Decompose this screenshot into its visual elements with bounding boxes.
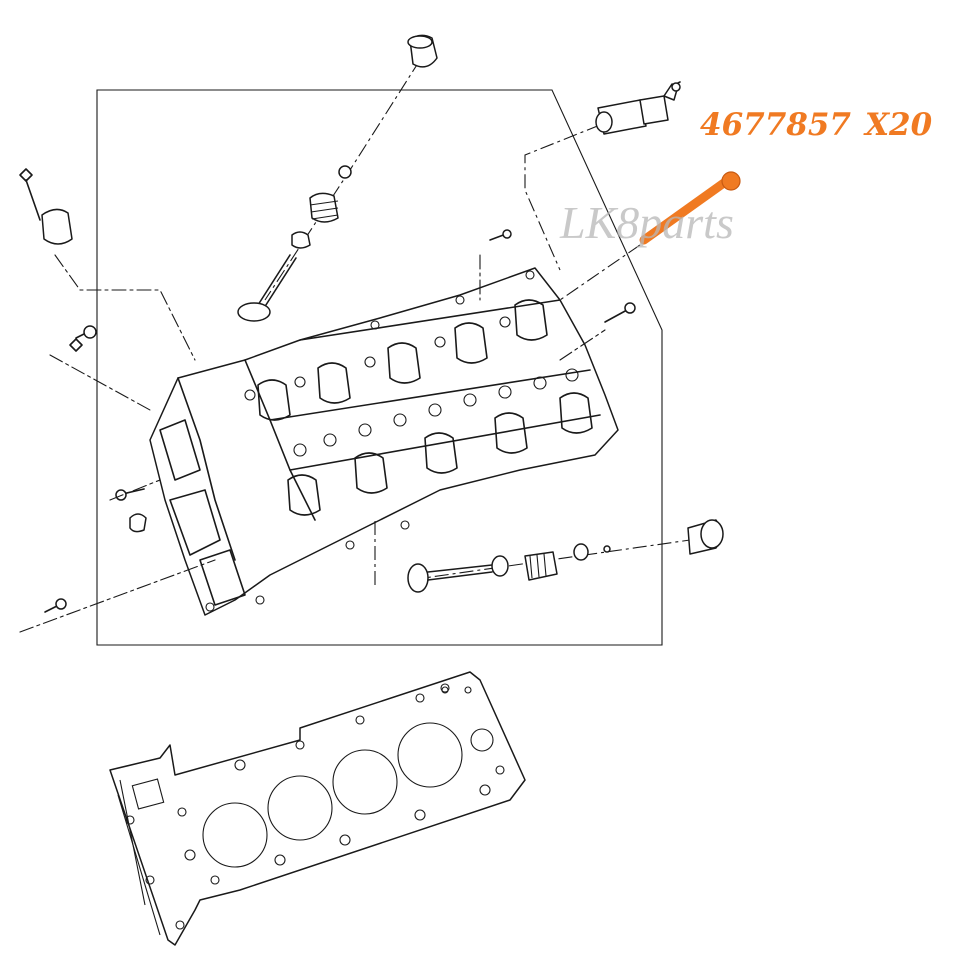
part-quantity: X20 bbox=[865, 107, 933, 143]
fasteners bbox=[19, 81, 681, 633]
assembly-frame bbox=[96, 89, 663, 646]
head-gasket bbox=[109, 671, 526, 946]
intake-valve-assembly bbox=[237, 34, 438, 322]
head-bolt-highlighted bbox=[559, 171, 741, 301]
cylinder-head bbox=[149, 267, 619, 616]
part-number-callout: 4677857 X20 bbox=[700, 107, 932, 143]
part-number: 4677857 bbox=[700, 107, 851, 143]
watermark-text: LK8parts bbox=[560, 197, 734, 248]
exhaust-valve-assembly bbox=[374, 519, 724, 593]
camshaft-sensor bbox=[524, 83, 679, 271]
